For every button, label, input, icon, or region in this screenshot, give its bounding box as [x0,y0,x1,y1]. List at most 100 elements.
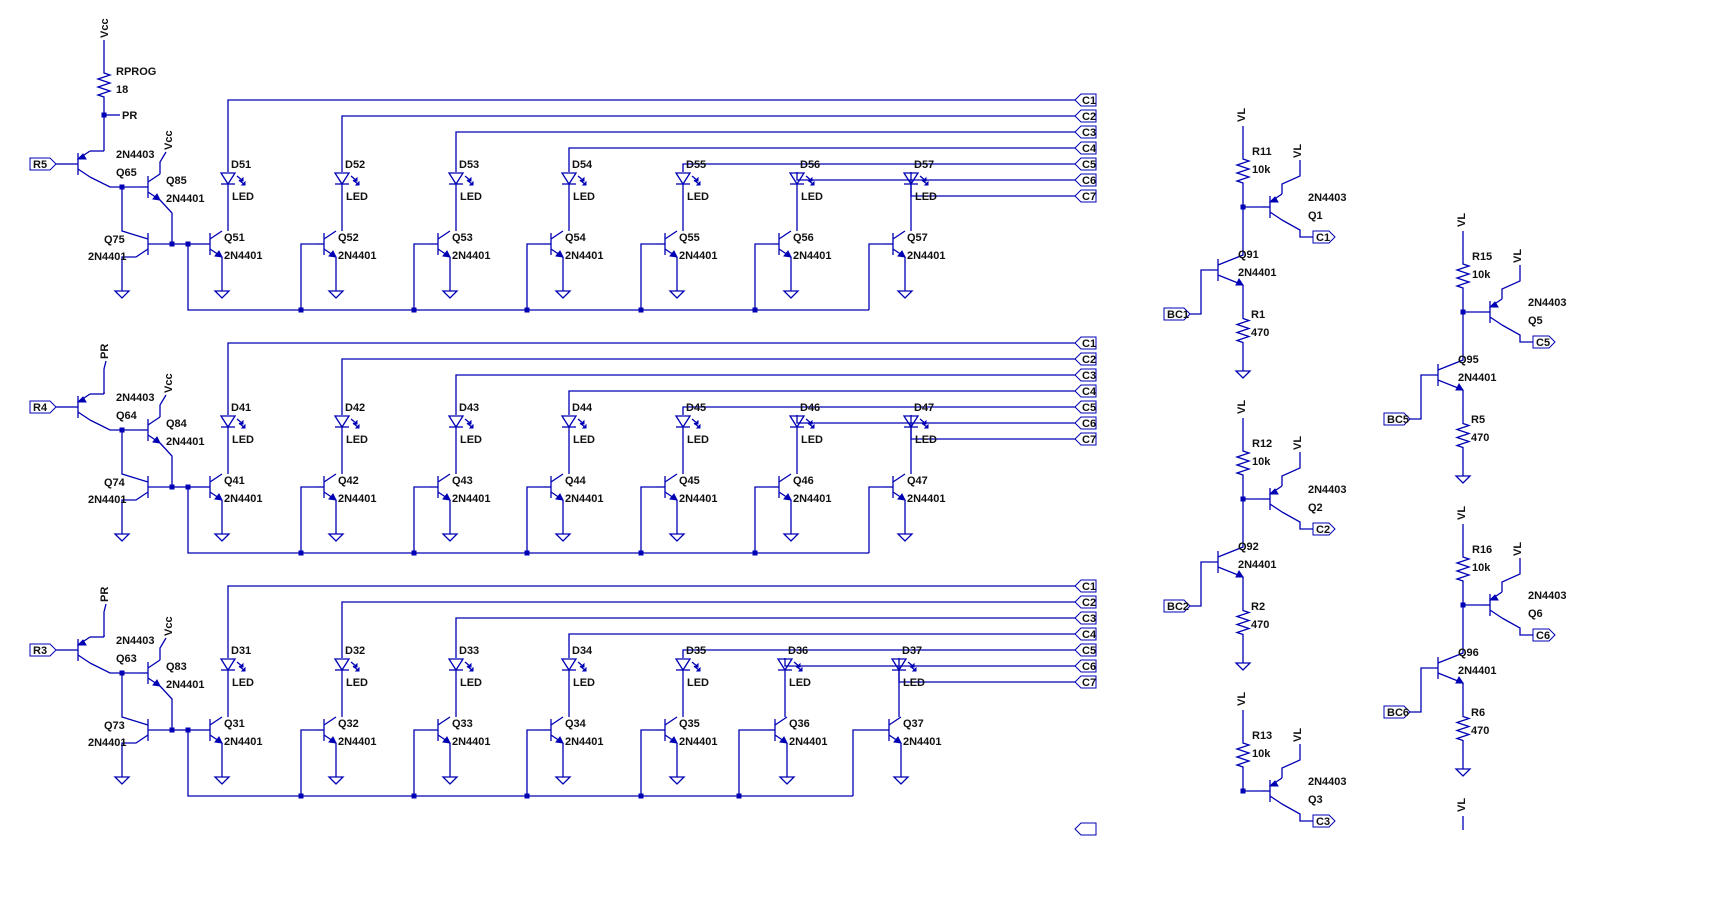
port-label: C4 [1082,143,1097,155]
ground-symbol [113,771,131,785]
net-port: C2 [1312,522,1336,536]
transistor-name: Q74 [104,477,126,489]
net-port: C5 [1074,643,1097,657]
net-port: C3 [1312,814,1336,828]
transistor-model: 2N4401 [789,736,828,748]
vcc-label: Vcc [163,130,175,150]
port-label: C7 [1082,677,1096,689]
resistor [1234,600,1252,645]
npn-transistor [316,230,337,258]
led-name: D53 [459,159,479,171]
port-label: C2 [1082,111,1096,123]
net-port: C5 [1532,335,1556,349]
transistor-name: Q2 [1308,502,1323,514]
transistor-name: Q63 [116,653,137,665]
transistor-name: Q91 [1238,249,1259,261]
transistor-model: 2N4403 [1308,484,1347,496]
ground-symbol [778,771,796,785]
resistor-value: 10k [1472,269,1491,281]
resistor-name: R1 [1251,309,1265,321]
net-port: C5 [1074,157,1097,171]
pnp-transistor [1482,298,1503,326]
resistor [1234,438,1252,488]
net-port: C4 [1074,141,1097,155]
port-label: C2 [1082,597,1096,609]
resistor-name: R5 [1471,414,1485,426]
transistor-model: 2N4401 [166,193,205,205]
transistor-name: Q45 [679,475,700,487]
npn-transistor [316,473,337,501]
transistor-name: Q32 [338,718,359,730]
vl-label: VL [1456,213,1468,227]
resistor-name: R16 [1472,544,1492,556]
transistor-name: Q35 [679,718,700,730]
pr-label: PR [99,344,111,359]
ground-symbol [441,285,459,299]
transistor-model: 2N4401 [338,736,377,748]
transistor-name: Q54 [565,232,587,244]
port-label: C6 [1536,630,1550,642]
input-port: BC1 [1163,307,1191,321]
net-port: C7 [1074,189,1097,203]
pnp-transistor [1262,485,1283,513]
net-port: C1 [1074,336,1097,350]
net-port: C1 [1074,93,1097,107]
transistor-name: Q31 [224,718,245,730]
resistor [1454,706,1472,751]
pnp-transistor [1262,193,1283,221]
led-diode [788,415,815,429]
npn-transistor [543,230,564,258]
transistor-model: 2N4401 [793,250,832,262]
net-port: C4 [1074,627,1097,641]
ground-symbol [113,285,131,299]
transistor-model: 2N4401 [679,250,718,262]
net-port: C2 [1074,352,1097,366]
transistor-model: 2N4401 [166,436,205,448]
column-driver-partial: VL [1456,798,1468,830]
transistor-model: 2N4401 [88,737,127,749]
npn-transistor [657,230,678,258]
npn-transistor-mirror [113,673,172,785]
led-value: LED [915,191,937,203]
led-value: LED [232,191,254,203]
transistor-model: 2N4401 [224,250,263,262]
transistor-model: 2N4401 [1458,665,1497,677]
port-label: C2 [1082,354,1096,366]
led-value: LED [573,191,595,203]
net-port: C7 [1074,432,1097,446]
led-diode [674,658,701,672]
port-label: C5 [1082,645,1096,657]
npn-transistor [430,716,451,744]
net-port: C5 [1074,400,1097,414]
led-diode [219,658,246,672]
transistor-name: Q37 [903,718,924,730]
led-diode [890,658,917,672]
transistor-name: Q52 [338,232,359,244]
ground-symbol [782,528,800,542]
led-value: LED [915,434,937,446]
vcc-label: Vcc [163,616,175,636]
npn-transistor [881,716,902,744]
ground-symbol [441,771,459,785]
transistor-name: Q47 [907,475,928,487]
port-label: C1 [1082,95,1096,107]
net-port: C7 [1074,675,1097,689]
vl-label: VL [1512,542,1524,556]
transistor-name: Q73 [104,720,125,732]
transistor-model: 2N4403 [1528,297,1567,309]
led-value: LED [232,434,254,446]
transistor-name: Q92 [1238,541,1259,553]
transistor-model: 2N4401 [88,494,127,506]
ground-symbol [554,771,572,785]
ground-symbol [668,528,686,542]
led-diode [333,658,360,672]
port-label: BC1 [1167,309,1189,321]
